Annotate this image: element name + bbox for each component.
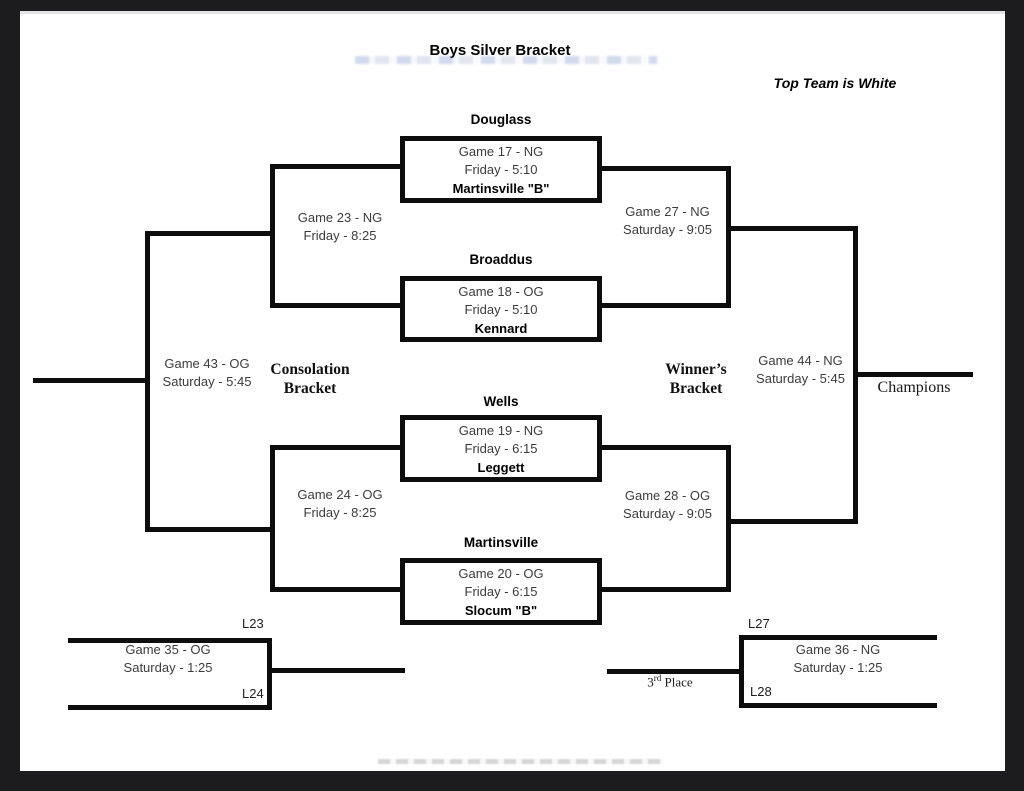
game17-bottom-team: Martinsville "B" (452, 181, 550, 196)
bracket-line-g36-in (607, 669, 744, 674)
game35-time: Saturday - 1:25 (123, 660, 213, 675)
winners-bracket-label: Winner’s Bracket (665, 361, 727, 397)
bracket-line-g43-out (33, 378, 150, 383)
bracket-line-g44-vertical (853, 226, 858, 524)
page-top-edge (20, 11, 1005, 14)
game35-info: Game 35 - OG (125, 642, 211, 657)
game19-info: Game 19 - NG (458, 423, 544, 438)
game43-info: Game 43 - OG (164, 356, 250, 371)
game19-box: Game 19 - NG Friday - 6:15 Leggett (400, 415, 602, 482)
game19-time: Friday - 6:15 (464, 441, 538, 456)
game18-bottom-team: Kennard (474, 321, 528, 336)
bracket-line-g23-out (145, 231, 275, 236)
bracket-line-g35-vertical (267, 638, 272, 710)
top-team-note: Top Team is White (773, 75, 897, 91)
game19-bottom-team: Leggett (477, 460, 525, 475)
game18-top-team: Broaddus (469, 252, 533, 267)
bracket-line-g24-bottom (270, 587, 402, 592)
erased-text-smudge-top (355, 56, 657, 64)
bracket-line-g28-out (726, 519, 858, 524)
bracket-line-g27-vertical (726, 166, 731, 308)
game43-time: Saturday - 5:45 (162, 374, 252, 389)
champions-label: Champions (877, 379, 951, 396)
bracket-line-g35-bottom (68, 705, 272, 710)
bracket-line-g35-top (68, 638, 272, 643)
bracket-line-g27-out (726, 226, 858, 231)
bracket-line-g23-bottom (270, 303, 402, 308)
game36-time: Saturday - 1:25 (793, 660, 883, 675)
bracket-line-g36-bottom (739, 703, 937, 708)
bracket-line-g23-vertical (270, 164, 275, 308)
game27-info: Game 27 - NG (625, 204, 710, 219)
game28-time: Saturday - 9:05 (623, 506, 712, 521)
third-place-text: Place (661, 674, 693, 690)
game23-time: Friday - 8:25 (303, 228, 377, 243)
game36-info: Game 36 - NG (795, 642, 881, 657)
game23-label: Game 23 - NG Friday - 8:25 (280, 209, 400, 245)
bracket-line-g27-bottom (600, 303, 731, 308)
game20-info: Game 20 - OG (458, 566, 544, 581)
slot-L23: L23 (242, 616, 264, 631)
bracket-line-g24-vertical (270, 445, 275, 592)
slot-L24: L24 (242, 686, 264, 701)
game17-top-team: Douglass (470, 112, 532, 127)
game18-time: Friday - 5:10 (464, 302, 538, 317)
bracket-line-g28-vertical (726, 445, 731, 592)
game44-info: Game 44 - NG (758, 353, 843, 368)
game43-label: Game 43 - OG Saturday - 5:45 (147, 355, 267, 391)
game24-info: Game 24 - OG (297, 487, 383, 502)
erased-text-smudge-bottom (378, 759, 663, 764)
game44-time: Saturday - 5:45 (756, 371, 845, 386)
bracket-line-g27-top (600, 166, 731, 171)
game17-box: Game 17 - NG Friday - 5:10 Martinsville … (400, 136, 602, 203)
game20-box: Game 20 - OG Friday - 6:15 Slocum "B" (400, 558, 602, 625)
bracket-line-g36-top (739, 635, 937, 640)
game28-info: Game 28 - OG (624, 488, 711, 503)
game24-label: Game 24 - OG Friday - 8:25 (280, 486, 400, 522)
third-place-ordinal: rd (653, 673, 662, 683)
third-place-label: 3rd Place (630, 673, 710, 690)
slot-L28: L28 (750, 684, 772, 699)
bracket-line-g35-out (267, 668, 405, 673)
game23-info: Game 23 - NG (297, 210, 383, 225)
game20-bottom-team: Slocum "B" (464, 603, 538, 618)
bracket-line-champions-out (858, 372, 973, 377)
game36-label: Game 36 - NG Saturday - 1:25 (763, 641, 913, 677)
game28-label: Game 28 - OG Saturday - 9:05 (600, 487, 735, 523)
bracket-line-g28-bottom (600, 587, 731, 592)
game19-top-team: Wells (483, 394, 519, 409)
game24-time: Friday - 8:25 (303, 505, 377, 520)
bracket-line-g24-top (270, 445, 402, 450)
game27-time: Saturday - 9:05 (623, 222, 712, 237)
game27-label: Game 27 - NG Saturday - 9:05 (600, 203, 735, 239)
game17-info: Game 17 - NG (458, 144, 544, 159)
third-place-num: 3 (647, 674, 654, 690)
slot-L27: L27 (748, 616, 770, 631)
bracket-line-g28-top (600, 445, 731, 450)
game18-info: Game 18 - OG (458, 284, 544, 299)
game20-time: Friday - 6:15 (464, 584, 538, 599)
game17-time: Friday - 5:10 (464, 162, 538, 177)
game20-top-team: Martinsville (463, 535, 539, 550)
page-title: Boys Silver Bracket (429, 42, 571, 59)
consolation-bracket-label: Consolation Bracket (270, 361, 350, 397)
bracket-line-g23-top (270, 164, 402, 169)
bracket-line-g24-out (145, 527, 275, 532)
game44-label: Game 44 - NG Saturday - 5:45 (738, 352, 863, 388)
game18-box: Game 18 - OG Friday - 5:10 Kennard (400, 276, 602, 342)
game35-label: Game 35 - OG Saturday - 1:25 (93, 641, 243, 677)
